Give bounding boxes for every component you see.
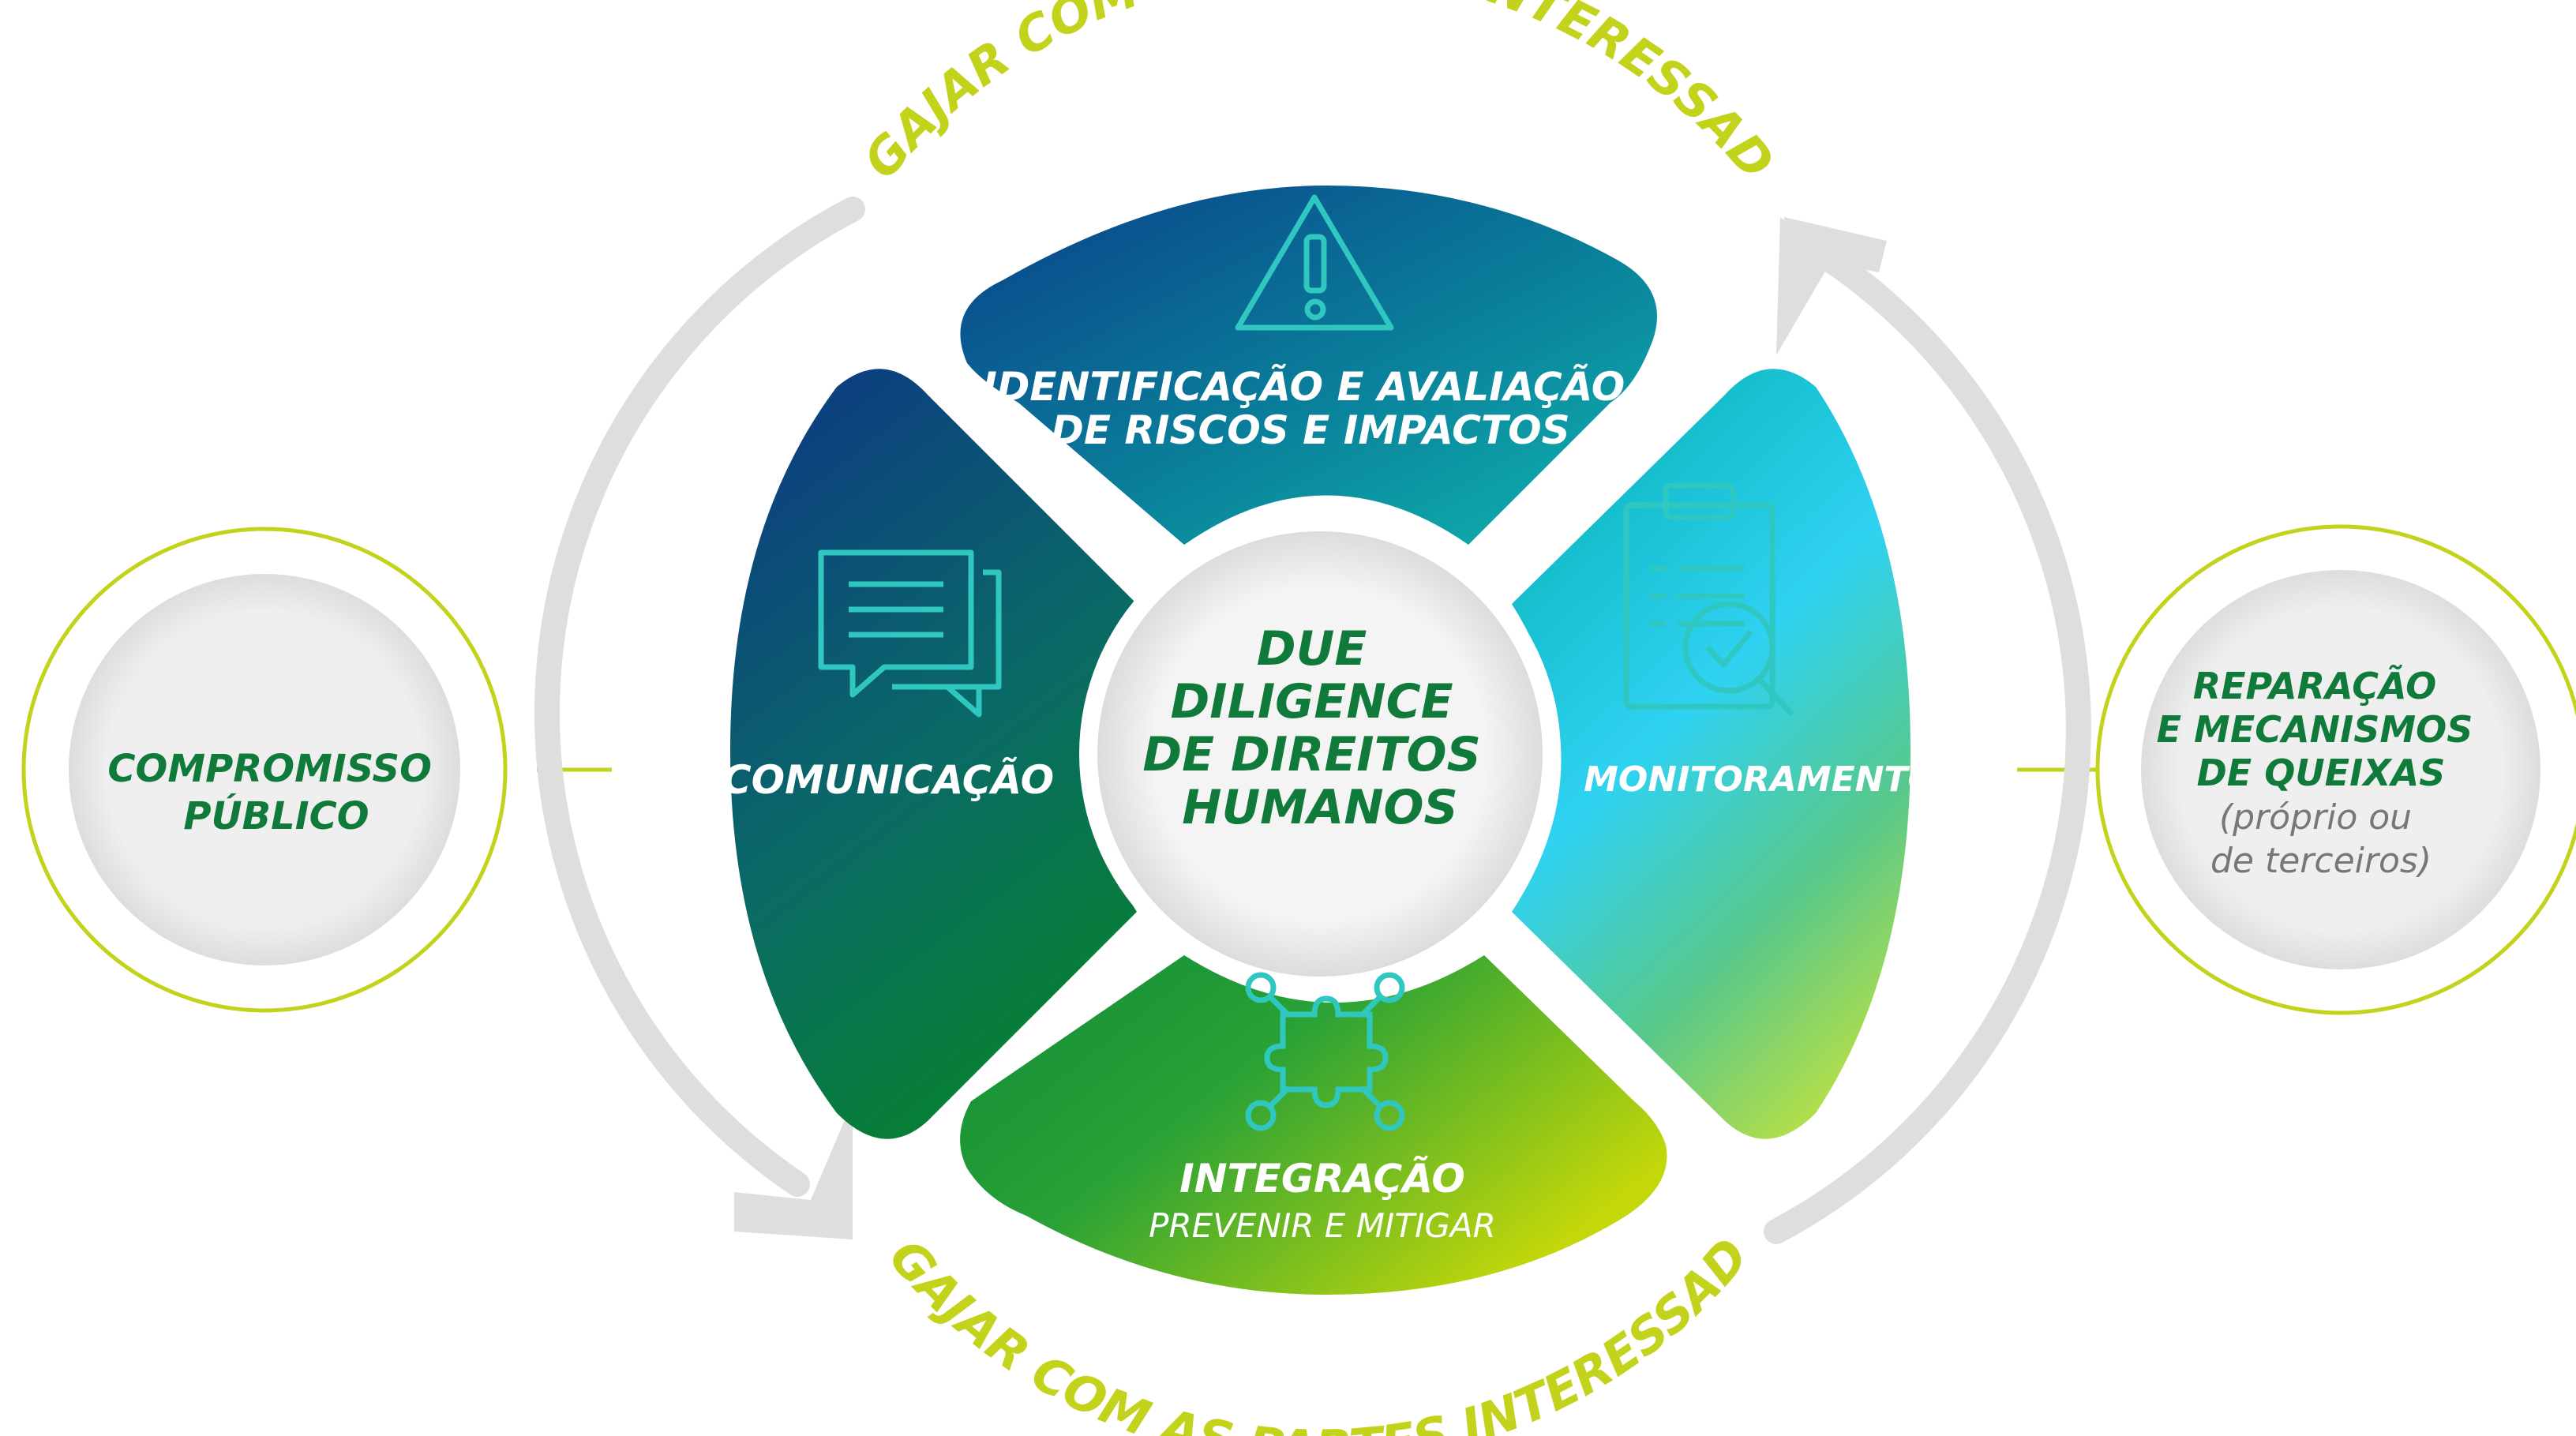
left-circle-line-1: COMPROMISSO (107, 747, 432, 791)
segment-top-label: IDENTIFICAÇÃO E AVALIAÇÃO DE RISCOS E IM… (982, 363, 1638, 453)
left-circle-line-2: PÚBLICO (183, 793, 369, 838)
segment-left (730, 369, 1137, 1139)
left-circle-fill (69, 574, 460, 965)
right-circle-line-2: E MECANISMOS (2157, 708, 2473, 751)
left-circle-label: COMPROMISSO PÚBLICO (107, 747, 444, 838)
right-circle-line-3: DE QUEIXAS (2197, 752, 2446, 794)
hub-line-2: DILIGENCE (1170, 674, 1453, 729)
segment-right-label: MONITORAMENTO (1584, 759, 1937, 800)
hub-line-4: HUMANOS (1182, 780, 1458, 835)
puzzle-network-icon (1245, 972, 1405, 1131)
segment-bottom-sublabel: PREVENIR E MITIGAR (1149, 1206, 1496, 1245)
right-circle-label: REPARAÇÃO E MECANISMOS DE QUEIXAS (2157, 665, 2486, 794)
hub-circle (1097, 531, 1543, 977)
right-circle-line-1: REPARAÇÃO (2193, 665, 2437, 707)
cycle-arrow-left (534, 197, 865, 1239)
engage-top-label: ENGAJAR COM AS PARTES INTERESSADAS (0, 0, 1786, 190)
segment-top-line-2: DE RISCOS E IMPACTOS (1051, 407, 1569, 453)
segment-top-line-1: IDENTIFICAÇÃO E AVALIAÇÃO (982, 363, 1625, 410)
right-circle-sub-1: (próprio ou (2219, 797, 2412, 838)
right-circle-sublabel: (próprio ou de terceiros) (2210, 797, 2432, 881)
segment-bottom-label: INTEGRAÇÃO (1179, 1155, 1465, 1202)
cycle-arrow-right (1764, 217, 2091, 1244)
warning-triangle-icon (1235, 194, 1394, 331)
speech-bubbles-icon (818, 549, 1002, 718)
segment-right (1512, 369, 1910, 1139)
segment-left-label: COMUNICAÇÃO (722, 756, 1054, 803)
segment-top (960, 186, 1657, 545)
hub-line-1: DUE (1257, 621, 1367, 677)
clipboard-check-icon (1623, 482, 1794, 717)
right-circle-sub-2: de terceiros) (2210, 841, 2432, 881)
hub-line-3: DE DIREITOS (1142, 727, 1480, 782)
segment-bottom (960, 955, 1667, 1295)
right-circle-fill (2141, 570, 2540, 969)
hub-title: DUE DILIGENCE DE DIREITOS HUMANOS (1142, 621, 1497, 835)
